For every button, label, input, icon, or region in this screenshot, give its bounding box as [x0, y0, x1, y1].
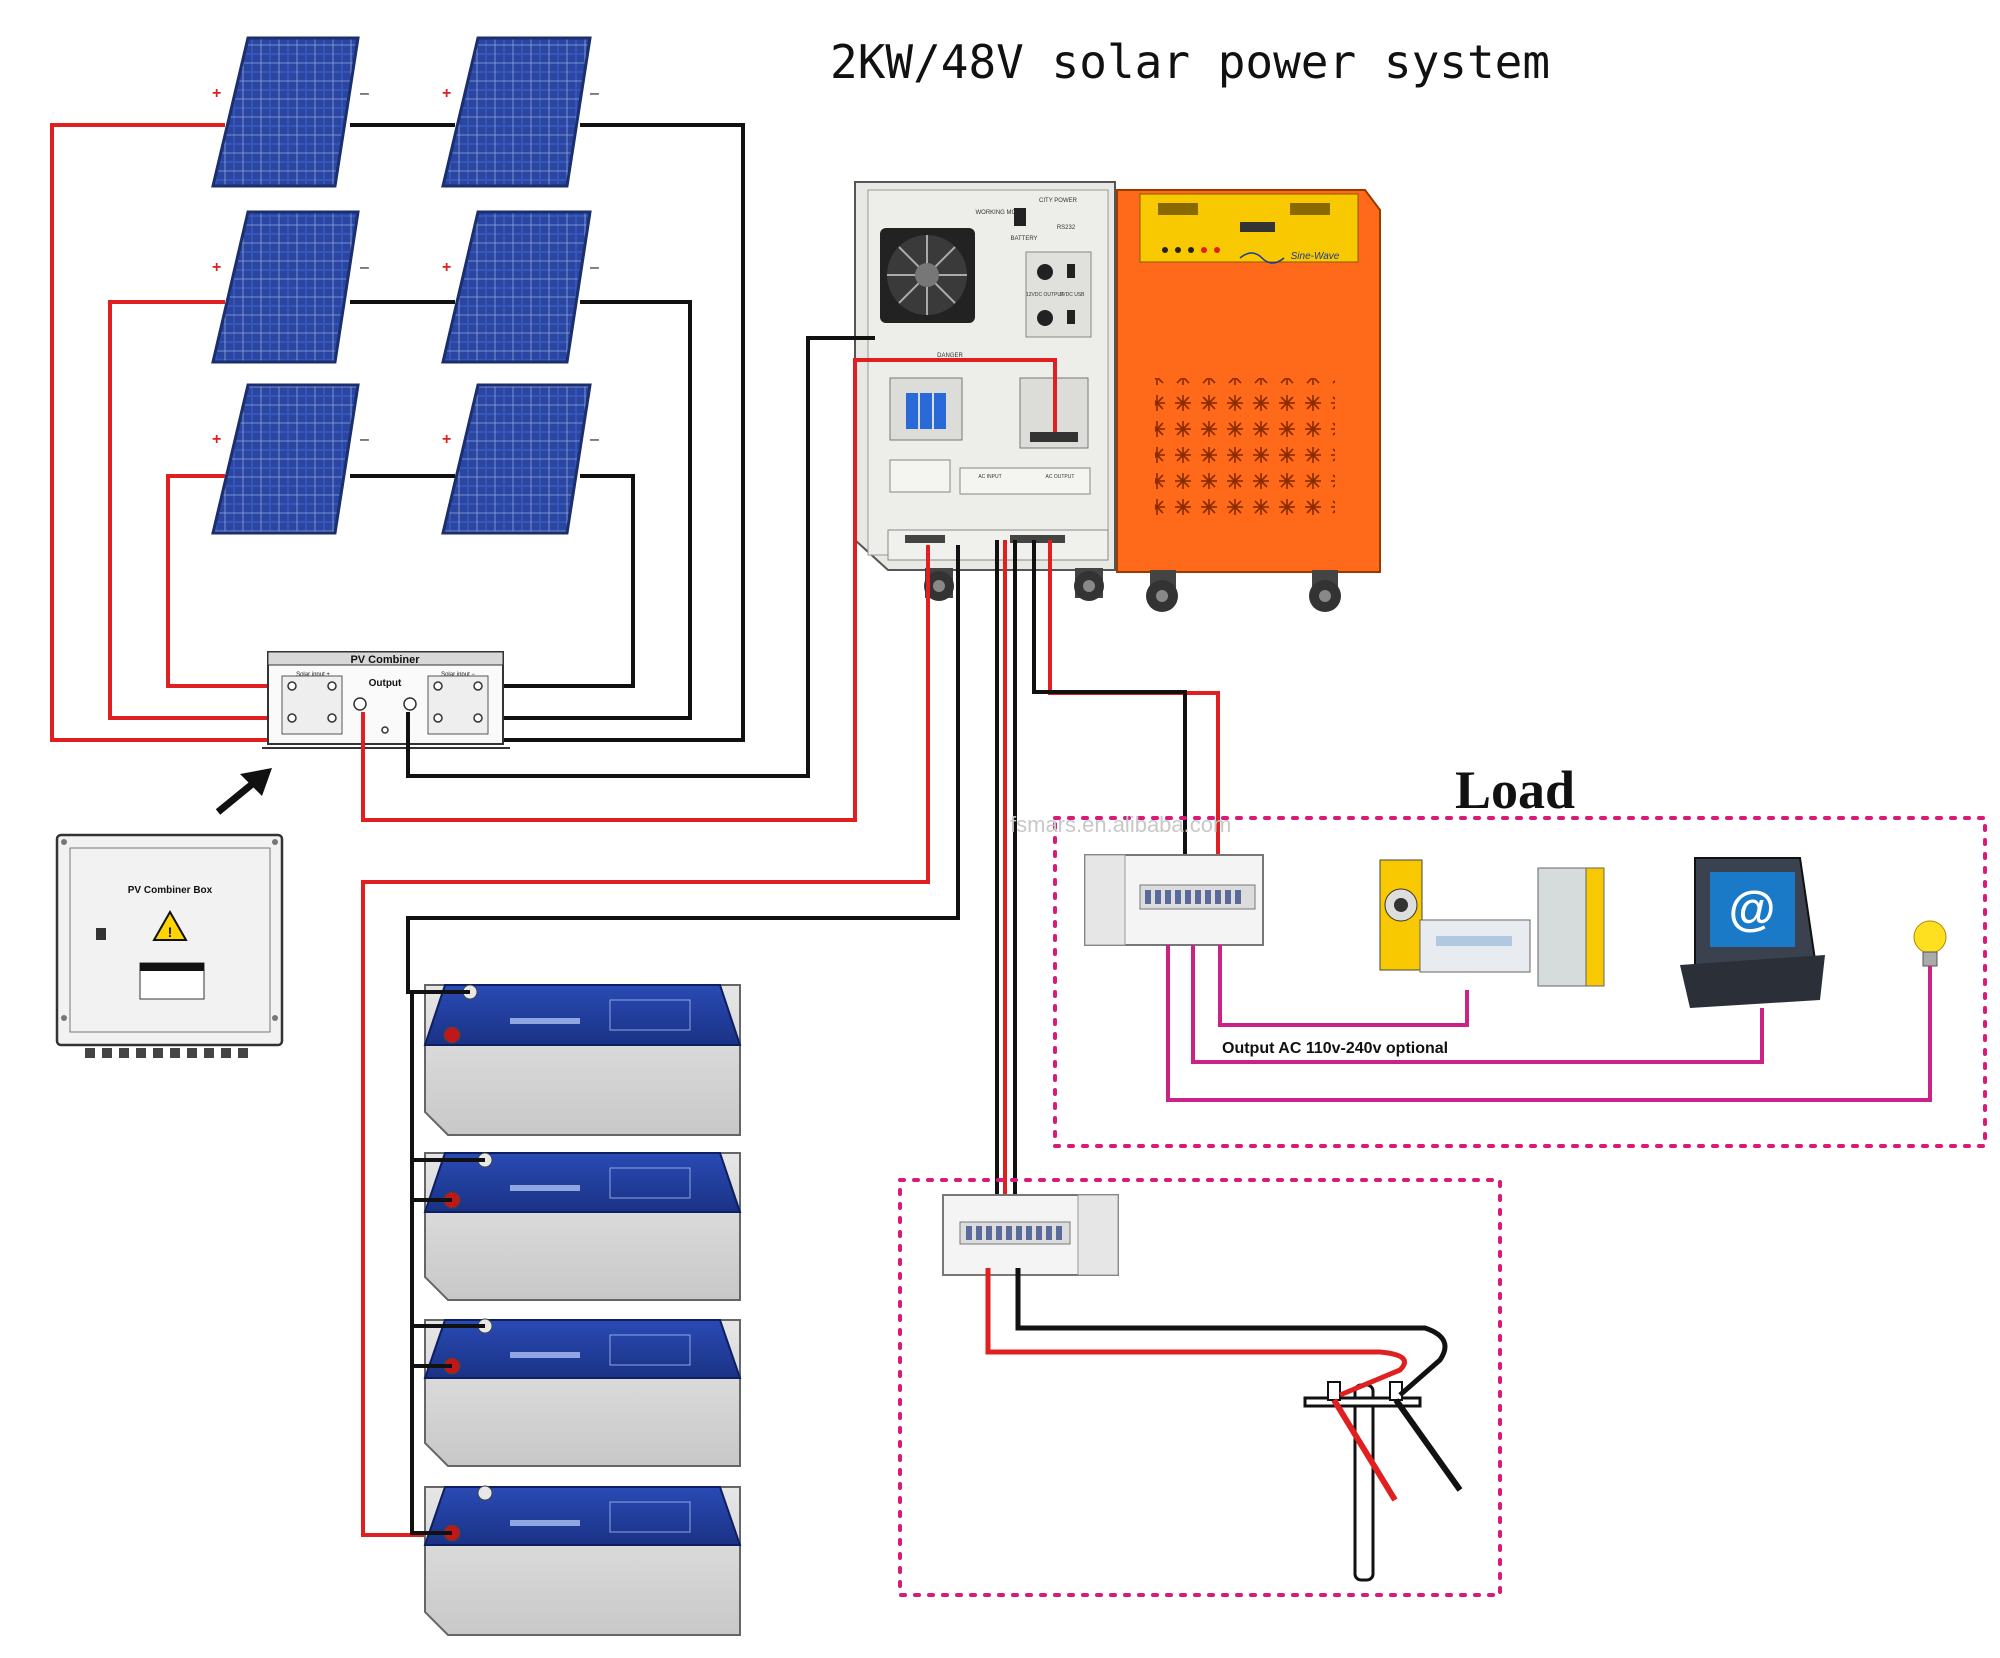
- svg-text:+: +: [442, 259, 451, 276]
- svg-text:AC OUTPUT: AC OUTPUT: [1046, 474, 1075, 480]
- vent-grille: [1155, 378, 1335, 523]
- svg-text:Solar input −: Solar input −: [441, 672, 475, 678]
- svg-text:5VDC USB: 5VDC USB: [1059, 292, 1085, 298]
- battery-3: [423, 1318, 742, 1467]
- svg-text:WORKING MODE: WORKING MODE: [976, 210, 1025, 216]
- svg-text:!: !: [168, 924, 173, 940]
- pv-combiner-box: PV Combiner Box !: [55, 833, 284, 1058]
- solar-panel-4: + –: [441, 210, 599, 364]
- svg-text:BATTERY: BATTERY: [1010, 236, 1037, 242]
- svg-text:AC INPUT: AC INPUT: [978, 474, 1001, 480]
- sine-wave-brand: Sine-Wave: [1291, 251, 1340, 262]
- solar-panel-6: + –: [441, 383, 599, 535]
- svg-text:–: –: [590, 259, 599, 276]
- svg-text:@: @: [1729, 883, 1776, 936]
- load-area: Load @ Output: [1053, 760, 1987, 1148]
- solar-panel-5: + –: [211, 383, 369, 535]
- fan-icon: [880, 228, 975, 323]
- grid-distribution-board: [942, 1194, 1119, 1276]
- panel-wiring: [50, 123, 745, 742]
- svg-text:–: –: [360, 259, 369, 276]
- utility-pole-icon: [1303, 1381, 1463, 1582]
- warning-icon: [152, 909, 188, 941]
- combiner-title: PV Combiner: [350, 654, 420, 666]
- battery-1: [423, 984, 742, 1136]
- battery-2: [423, 1152, 742, 1301]
- load-circuits: [1166, 945, 1932, 1102]
- load-distribution-board: [1084, 854, 1264, 946]
- inverter-unit: CITY POWER WORKING MODE RS232 BATTERY 12…: [854, 181, 1116, 601]
- pointer-arrow: [215, 768, 272, 815]
- svg-text:+: +: [212, 431, 221, 448]
- solar-panel-2: + –: [441, 36, 599, 188]
- svg-text:+: +: [442, 431, 451, 448]
- svg-text:+: +: [212, 85, 221, 102]
- combiner-box-label: PV Combiner Box: [128, 885, 213, 896]
- cabinet-wheels: [1146, 570, 1341, 612]
- svg-text:DANGER: DANGER: [937, 353, 963, 359]
- load-heading: Load: [1455, 760, 1575, 820]
- svg-text:–: –: [360, 431, 369, 448]
- svg-text:+: +: [212, 259, 221, 276]
- svg-text:12VDC OUTPUT: 12VDC OUTPUT: [1026, 292, 1064, 298]
- solar-array: + – + – + – + – + – + –: [211, 36, 599, 535]
- svg-text:RS232: RS232: [1057, 225, 1076, 231]
- solar-panel-1: + –: [211, 36, 369, 188]
- battery-bank: [410, 984, 742, 1636]
- svg-text:–: –: [360, 85, 369, 102]
- light-bulb-icon: [1913, 920, 1947, 967]
- mode-switch: [1014, 208, 1026, 226]
- stereo-icon: [1379, 859, 1605, 987]
- svg-text:+: +: [442, 85, 451, 102]
- solar-panel-3: + –: [211, 210, 369, 364]
- inverter-wheels: [924, 568, 1104, 601]
- svg-text:Output: Output: [369, 678, 402, 689]
- output-label: Output AC 110v-240v optional: [1222, 1040, 1448, 1057]
- computer-icon: @: [1680, 857, 1825, 1008]
- battery-4: [423, 1485, 742, 1636]
- pv-combiner: PV Combiner Solar input + Solar input − …: [262, 651, 510, 749]
- svg-text:Solar input +: Solar input +: [296, 672, 330, 678]
- controller-cabinet: Sine-Wave: [1116, 189, 1381, 612]
- grid-area: [898, 1178, 1502, 1597]
- diagram-title: 2KW/48V solar power system: [830, 35, 1550, 89]
- svg-text:CITY POWER: CITY POWER: [1039, 198, 1078, 204]
- svg-text:–: –: [590, 431, 599, 448]
- svg-text:–: –: [590, 85, 599, 102]
- watermark: fsmars.en.alibaba.com: [1010, 812, 1231, 837]
